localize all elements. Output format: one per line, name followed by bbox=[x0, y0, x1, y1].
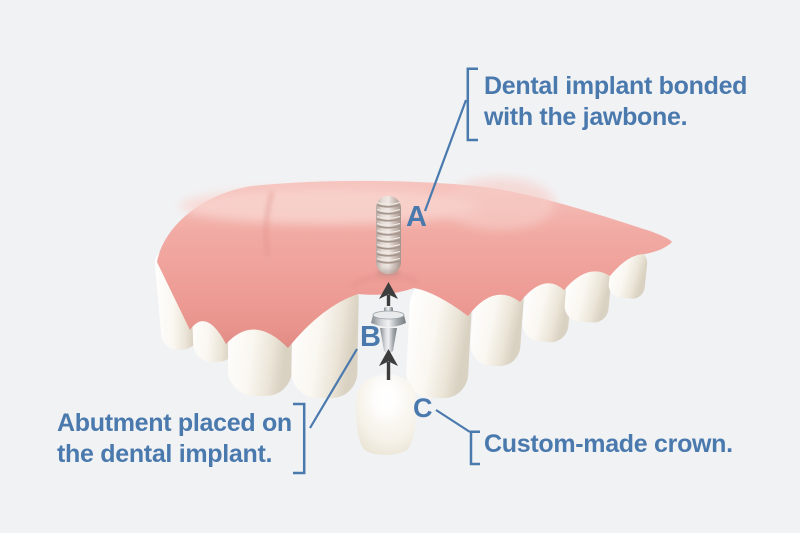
arrows bbox=[379, 282, 398, 380]
annotations bbox=[293, 67, 480, 475]
caption-abutment: Abutment placed on the dental implant. bbox=[57, 409, 292, 468]
gum-crease bbox=[263, 191, 274, 257]
label-c: C bbox=[413, 393, 433, 423]
bracket-implant bbox=[466, 67, 478, 142]
leader-line-abutment bbox=[309, 348, 358, 429]
gum-highlight bbox=[180, 188, 480, 224]
tooth bbox=[406, 279, 472, 399]
label-b: B bbox=[360, 321, 381, 353]
crown bbox=[356, 374, 417, 455]
up-arrow-icon bbox=[379, 282, 398, 306]
abutment bbox=[371, 307, 406, 353]
gum-saddle-rim bbox=[350, 274, 420, 289]
up-arrow-icon bbox=[379, 349, 398, 380]
gum bbox=[157, 178, 672, 348]
bracket-abutment bbox=[293, 402, 306, 475]
bracket-crown bbox=[469, 430, 480, 466]
label-a: A bbox=[406, 201, 427, 233]
caption-crown: Custom-made crown. bbox=[484, 430, 733, 458]
leader-line-crown bbox=[435, 409, 471, 433]
gum-highlight bbox=[445, 178, 555, 230]
dental-implant-screw bbox=[350, 196, 420, 289]
leader-line-implant bbox=[423, 99, 468, 212]
caption-implant: Dental implant bonded with the jawbone. bbox=[484, 72, 748, 131]
